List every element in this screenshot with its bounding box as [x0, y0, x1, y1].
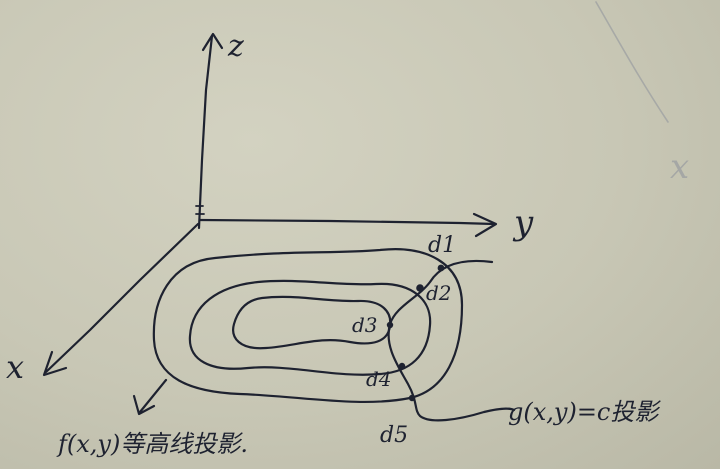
x-axis-arrowhead — [42, 350, 68, 377]
point-d1-dot — [437, 264, 445, 272]
point-d4-dot — [398, 362, 406, 370]
z-axis — [197, 34, 214, 230]
z-axis-arrowhead — [201, 32, 224, 52]
faint-x-label: x — [670, 147, 689, 187]
y-axis-arrowhead — [472, 212, 498, 238]
point-d3-dot — [386, 321, 394, 329]
contour-pointer-arrowhead — [132, 394, 156, 416]
y-axis-label: y — [512, 203, 534, 243]
faint-stroke — [595, 1, 669, 123]
point-d2-label: d2 — [426, 281, 452, 305]
point-d2-dot — [416, 284, 424, 292]
point-d4-label: d4 — [366, 367, 392, 391]
point-d1-label: d1 — [428, 233, 456, 258]
origin-ticks — [195, 205, 205, 215]
x-axis — [44, 222, 200, 374]
point-d3-label: d3 — [352, 313, 378, 337]
x-axis-label: x — [6, 348, 24, 386]
constraint-projection-caption: g(x,y)=c投影 — [508, 398, 661, 426]
contour-projection-caption: f(x,y)等高线投影. — [56, 430, 248, 458]
y-axis — [198, 218, 496, 226]
contour-middle — [188, 279, 432, 376]
constraint-curve — [387, 259, 516, 422]
point-d5-label: d5 — [380, 423, 408, 448]
contour-pointer-arrow — [138, 378, 168, 414]
point-d5-dot — [408, 394, 416, 402]
contour-inner — [232, 295, 392, 350]
contour-outer — [152, 248, 464, 404]
z-axis-label: z — [227, 29, 244, 64]
